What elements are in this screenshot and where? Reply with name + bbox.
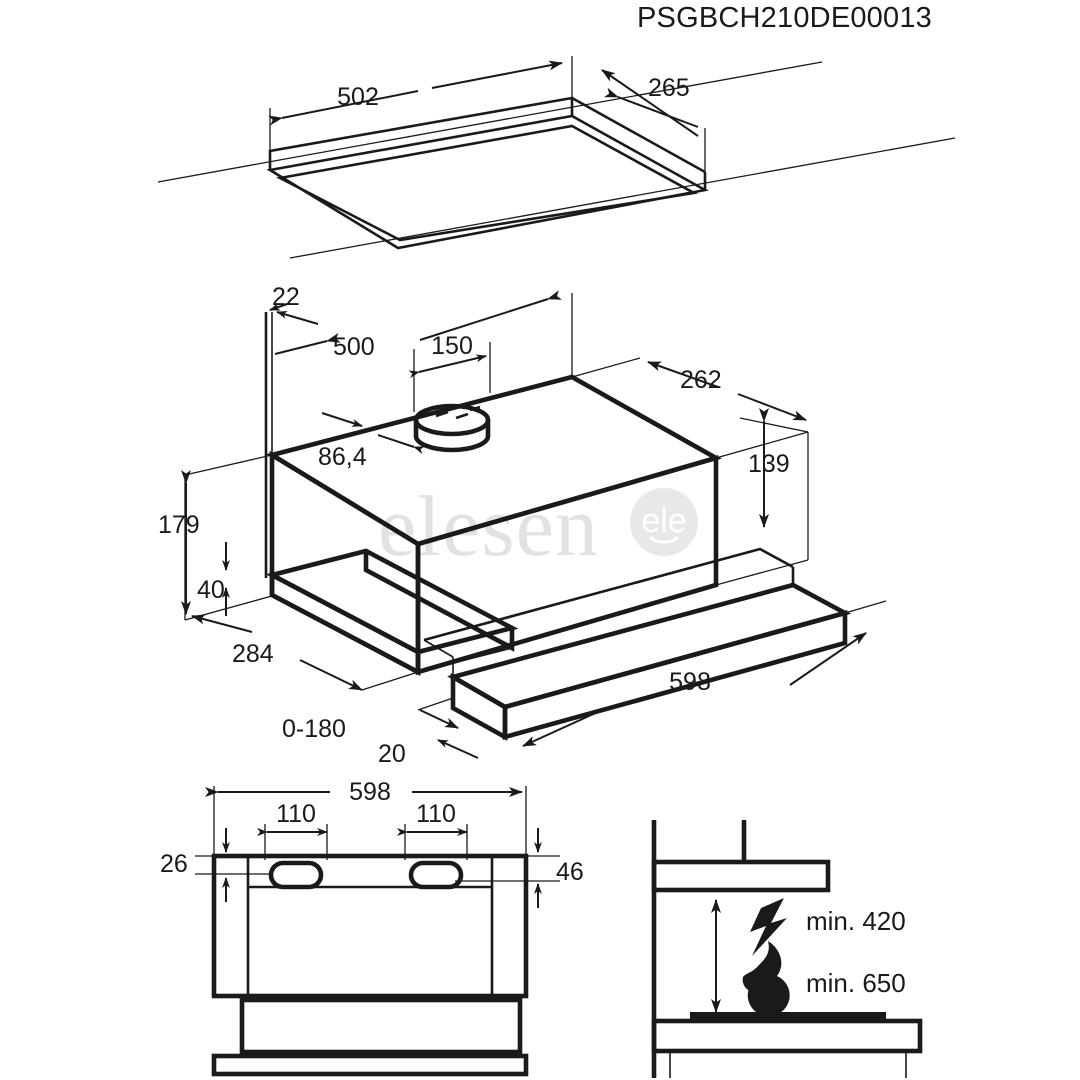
dim-label-body-width: 500 (333, 333, 375, 361)
dimline-22-right (276, 310, 319, 325)
dimline-cutout-265-up (601, 69, 699, 137)
ext-20-guide-a (417, 697, 454, 711)
ext-0180-guide (361, 671, 419, 691)
view-main-isometric: 22 500 150 86,4 262 139 (158, 283, 887, 768)
cutout-guide-line-bottom (289, 137, 956, 259)
duct-outlet-body (413, 420, 491, 453)
ext-598-right (844, 600, 887, 614)
clearance-note-electric-label: min. 420 (806, 906, 906, 936)
dim-label-total-height: 179 (158, 511, 200, 539)
dimline-284-left (191, 614, 253, 633)
dimline-cutout-265-down (604, 87, 699, 128)
dimline-cutout-502-right (431, 60, 563, 89)
pullout-panel-left-end (450, 673, 508, 741)
dim-label-pullout-travel: 0-180 (282, 715, 346, 743)
watermark-badge-circle (630, 488, 698, 556)
dimline-20 (437, 739, 479, 759)
dim-label-cutout-depth: 265 (648, 74, 690, 102)
view-front-elevation: 598 110 110 26 46 (160, 778, 584, 1077)
lightning-bolt-icon (750, 898, 787, 956)
dimline-cutout-502-left (268, 90, 419, 126)
duct-outlet (413, 403, 491, 453)
front-pullout-drawer (239, 997, 523, 1055)
dim-label-front-width: 598 (349, 778, 391, 806)
dim-label-duct-offset: 86,4 (318, 443, 367, 471)
clearance-worktop-block (651, 1018, 923, 1054)
dimline-500-upper (419, 290, 562, 341)
front-housing-outer (211, 853, 529, 999)
dimline-0180-right (419, 709, 459, 729)
cutout-depth-wall-right (571, 96, 706, 174)
dim-label-panel-thickness: 22 (272, 283, 300, 311)
dim-label-lamp-band-height: 46 (556, 858, 584, 886)
dimline-262-left (647, 361, 719, 388)
dimline-598-left (522, 710, 601, 747)
dimline-262-right (737, 393, 807, 421)
rear-plane-guide-top (715, 431, 809, 459)
dim-label-slider-height: 40 (197, 576, 225, 604)
dim-label-lamp-right-spacing: 110 (416, 800, 456, 828)
lamp-opening-right (408, 860, 464, 890)
view-installation-clearance: min. 420 min. 650 (651, 820, 923, 1078)
document-title: PSGBCH210DE00013 (637, 2, 932, 34)
dimline-598-right (789, 632, 867, 686)
dimline-22-left (269, 302, 291, 311)
dimline-864-b (377, 434, 425, 454)
dim-label-total-width: 598 (669, 668, 711, 696)
dim-label-cutout-width: 502 (337, 83, 379, 111)
flame-icon (742, 941, 790, 1017)
watermark-badge-label: ele (641, 502, 686, 540)
rear-plane-guide-bottom (715, 559, 809, 586)
dim-label-body-depth-lower: 284 (232, 640, 274, 668)
pullout-panel-front-face (502, 609, 848, 741)
ext-139-top (739, 417, 809, 433)
dim-label-body-depth: 262 (680, 366, 722, 394)
lamp-opening-left (268, 860, 324, 890)
slider-tray-bottom-edge (417, 647, 513, 673)
side-panel-base-guide (184, 454, 273, 476)
view-cutout-isometric: 502 265 (157, 56, 956, 259)
clearance-hood-block (651, 859, 831, 893)
dimline-864-a (321, 412, 363, 427)
dimline-150 (408, 354, 487, 379)
rear-plane-guide-upper (571, 357, 641, 378)
slider-tray-left-end (269, 571, 421, 676)
dimline-284-right (299, 659, 363, 691)
slider-tray-front-edge (363, 551, 515, 652)
dimline-500-lower (274, 332, 341, 355)
dim-label-top-edge-offset: 26 (160, 850, 188, 878)
cutout-inner-aperture (275, 124, 698, 242)
pullout-panel-inner-lip (423, 547, 794, 642)
clearance-hob-plate (690, 1012, 886, 1021)
front-pullout-handle-bar (211, 1053, 529, 1077)
duct-outlet-marks-icon (435, 405, 481, 420)
pullout-lip-left-edge (423, 639, 454, 658)
dim-label-front-panel-thickness: 20 (378, 740, 406, 768)
dim-label-duct-diameter: 150 (431, 332, 473, 360)
watermark: elesen ele (378, 478, 698, 574)
dim-label-lamp-left-spacing: 110 (276, 800, 316, 828)
clearance-note-gas-label: min. 650 (806, 968, 906, 998)
cutout-guide-line-top (157, 61, 823, 183)
dim-label-body-height: 139 (748, 450, 790, 478)
watermark-smile-icon (648, 535, 680, 544)
